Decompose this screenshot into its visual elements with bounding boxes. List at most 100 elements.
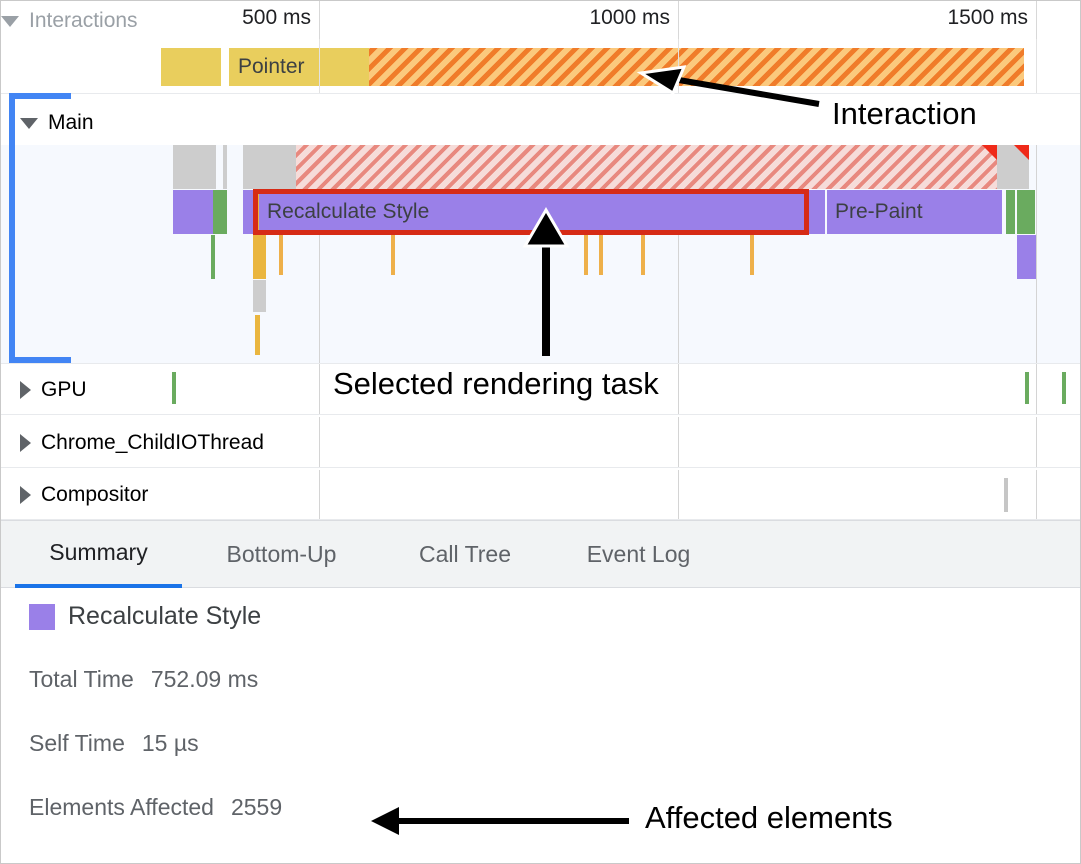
chevron-down-icon[interactable] (1, 15, 19, 27)
bar-grey-a[interactable] (173, 145, 216, 189)
track-chrome-childiothread[interactable]: Chrome_ChildIOThread (1, 417, 1080, 468)
bar-grey-small[interactable] (253, 280, 266, 312)
annotation-selected-task: Selected rendering task (333, 366, 659, 401)
summary-field-key: Total Time (29, 666, 134, 692)
chevron-down-icon[interactable] (20, 117, 38, 129)
track-title-chrome-childiothread: Chrome_ChildIOThread (41, 430, 264, 454)
gridline (319, 417, 320, 468)
tab-event-log[interactable]: Event Log (559, 521, 718, 588)
annotation-affected-elements: Affected elements (645, 800, 893, 835)
bar-yellow-a[interactable] (253, 235, 266, 279)
track-compositor[interactable]: Compositor (1, 470, 1080, 520)
divider (1, 519, 1080, 520)
bar-task[interactable]: Task (243, 145, 1029, 189)
ruler-tick-label: 1000 ms (589, 6, 670, 29)
timeline-ruler[interactable]: 500 ms 1000 ms 1500 ms (1, 1, 1080, 39)
gridline (1036, 39, 1037, 93)
tab-call-tree[interactable]: Call Tree (387, 521, 543, 588)
tab-label: Call Tree (418, 541, 512, 567)
gpu-marker-1 (172, 372, 176, 404)
summary-event-name: Recalculate Style (68, 602, 262, 630)
chevron-right-icon[interactable] (20, 433, 31, 452)
bar-purple-a[interactable] (173, 190, 213, 234)
gpu-marker-2 (1025, 372, 1029, 404)
track-title-interactions: Interactions (29, 9, 138, 32)
gridline (319, 145, 320, 363)
track-header-compositor[interactable]: Compositor (1, 470, 148, 520)
tab-label: Summary (49, 539, 148, 565)
track-header-gpu[interactable]: GPU (1, 364, 87, 415)
bar-green-thin[interactable] (211, 235, 215, 279)
bar-green-b[interactable] (1006, 190, 1015, 234)
gridline (319, 39, 320, 93)
divider (1, 467, 1080, 468)
main-flame-chart[interactable]: TaskRecalculate Style Pre-Paint (1, 145, 1080, 363)
tick-3 (584, 235, 588, 275)
bar-purple-tail[interactable] (1017, 235, 1036, 279)
event-label: Pointer (238, 55, 305, 78)
gridline (1036, 417, 1037, 468)
gridline (1036, 145, 1037, 363)
gridline (319, 470, 320, 520)
interaction-delay[interactable] (369, 48, 1024, 86)
track-title-main: Main (48, 111, 94, 134)
bar-prepaint[interactable]: Pre-Paint (827, 190, 1002, 234)
summary-field-key: Self Time (29, 730, 125, 756)
interaction-block-1[interactable] (161, 48, 221, 86)
summary-field-value: 2559 (230, 794, 283, 820)
bar-task-head[interactable] (243, 145, 296, 189)
summary-field-value: 15 µs (141, 730, 199, 756)
gridline (678, 39, 679, 93)
ruler-tick-label: 500 ms (242, 6, 311, 29)
tab-label: Bottom-Up (226, 541, 337, 567)
bar-green-a[interactable] (213, 190, 227, 234)
ruler-tick-label: 1500 ms (947, 6, 1028, 29)
interaction-pointer[interactable]: Pointer (229, 48, 369, 86)
interactions-track[interactable]: Pointer (1, 39, 1080, 93)
details-tabbar[interactable]: Summary Bottom-Up Call Tree Event Log (1, 520, 1080, 588)
tab-summary[interactable]: Summary (15, 521, 182, 588)
chevron-right-icon[interactable] (20, 380, 31, 399)
compositor-marker-1 (1004, 478, 1008, 512)
gpu-marker-3 (1062, 372, 1066, 404)
bar-purple-gap[interactable] (807, 190, 825, 234)
divider (1, 363, 1080, 364)
gridline (1036, 470, 1037, 520)
annotation-interaction: Interaction (832, 96, 977, 131)
gridline (678, 145, 679, 363)
event-color-swatch (29, 603, 55, 630)
chevron-right-icon[interactable] (20, 486, 31, 504)
summary-event-title: Recalculate Style (29, 602, 261, 631)
track-header-interactions[interactable]: Interactions (1, 7, 138, 35)
tick-4 (599, 235, 603, 275)
gridline (678, 364, 679, 415)
bar-recalculate[interactable]: Recalculate Style (259, 190, 805, 234)
event-label: Pre-Paint (835, 200, 923, 223)
bar-green-c[interactable] (1017, 190, 1035, 234)
gridline (678, 417, 679, 468)
tab-bottom-up[interactable]: Bottom-Up (198, 521, 365, 588)
track-header-chrome-childiothread[interactable]: Chrome_ChildIOThread (1, 417, 264, 468)
main-track-selection-bracket (9, 93, 71, 363)
bar-grey-thin[interactable] (223, 145, 227, 189)
track-header-main[interactable]: Main (1, 107, 94, 139)
tick-5 (641, 235, 645, 275)
summary-field-self-time: Self Time 15 µs (29, 730, 199, 757)
summary-field-key: Elements Affected (29, 794, 214, 820)
tick-2 (391, 235, 395, 275)
ruler-tickline (319, 1, 320, 39)
ruler-tickline (678, 1, 679, 39)
summary-field-elements-affected: Elements Affected 2559 (29, 794, 282, 821)
long-task-warning-1 (982, 145, 997, 160)
divider (1, 93, 1080, 94)
gridline (1036, 364, 1037, 415)
long-task-warning-2 (1014, 145, 1029, 160)
track-title-gpu: GPU (41, 377, 87, 401)
tick-6 (750, 235, 754, 275)
track-title-compositor: Compositor (41, 483, 149, 506)
bar-yellow-small[interactable] (255, 315, 260, 355)
track-gpu[interactable]: GPU (1, 364, 1080, 415)
